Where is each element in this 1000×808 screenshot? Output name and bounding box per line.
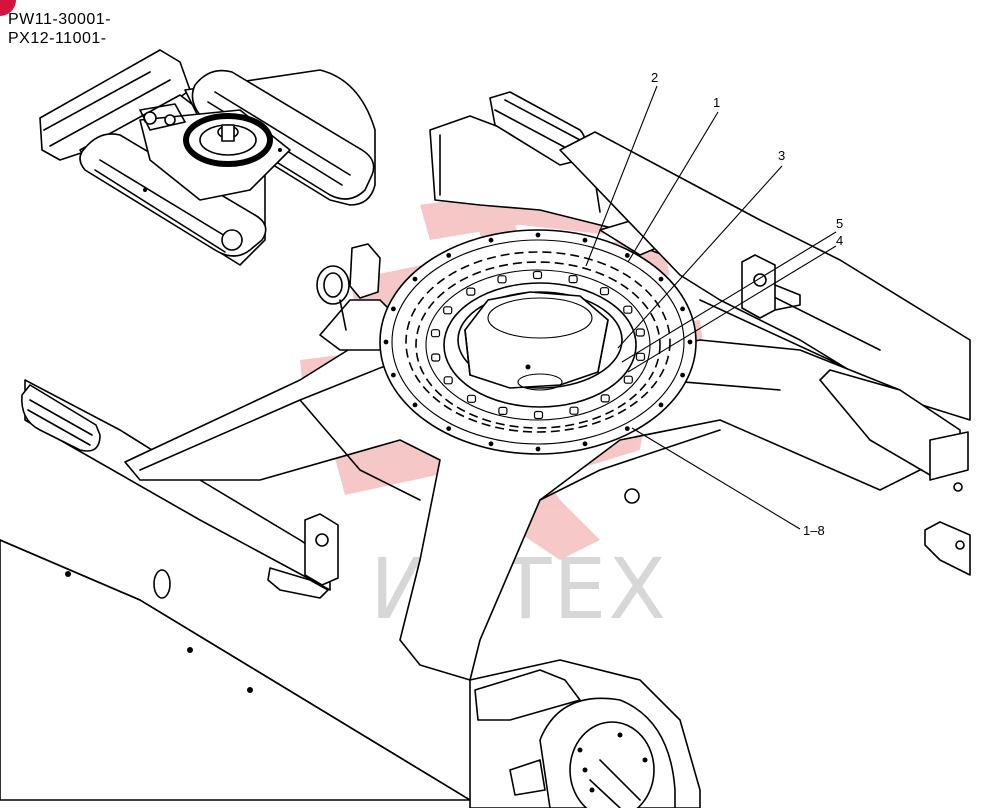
inset-undercarriage-view xyxy=(39,49,376,266)
mounting-bolt xyxy=(443,306,453,315)
outer-hole xyxy=(680,372,685,378)
mounting-bolt xyxy=(466,394,477,403)
mounting-bolt xyxy=(635,352,646,361)
outer-hole xyxy=(391,372,396,378)
mounting-bolt xyxy=(431,353,441,362)
mounting-bolt xyxy=(533,410,544,420)
mounting-bolt xyxy=(498,406,508,415)
mounting-bolt xyxy=(466,287,476,296)
mounting-bolt xyxy=(497,275,507,284)
corner-marker xyxy=(0,0,16,16)
outer-hole xyxy=(412,276,418,282)
outer-hole xyxy=(535,446,541,452)
outer-hole xyxy=(535,232,541,238)
mounting-bolt xyxy=(569,406,579,415)
callout-1-8: 1–8 xyxy=(803,523,825,538)
outer-hole xyxy=(687,339,693,345)
outer-hole xyxy=(446,426,452,431)
main-frame-view xyxy=(0,91,971,808)
mounting-bolt xyxy=(430,329,441,338)
outer-hole xyxy=(383,339,389,345)
mounting-bolt xyxy=(623,375,633,384)
mounting-bolt xyxy=(599,287,610,296)
outer-hole xyxy=(658,276,664,282)
mounting-bolt xyxy=(568,275,578,284)
outer-hole xyxy=(624,253,630,258)
mounting-bolt xyxy=(635,328,645,337)
mounting-bolt xyxy=(600,394,610,403)
outer-hole xyxy=(488,441,494,447)
outer-hole xyxy=(582,441,588,447)
mounting-bolt xyxy=(443,376,453,385)
outer-hole xyxy=(391,306,396,312)
outer-hole xyxy=(582,237,588,243)
mounting-bolt xyxy=(623,305,633,314)
callout-3: 3 xyxy=(778,148,785,163)
outer-hole xyxy=(488,237,494,243)
outer-hole xyxy=(446,253,452,258)
outer-hole xyxy=(658,402,664,408)
callout-5: 5 xyxy=(836,216,843,231)
callout-2: 2 xyxy=(651,70,658,85)
callout-1: 1 xyxy=(713,95,720,110)
outer-hole xyxy=(412,402,418,408)
mounting-bolt xyxy=(532,270,543,280)
serial-range-2: PX12-11001- xyxy=(8,30,107,47)
outer-hole xyxy=(680,306,685,312)
callouts: 2 1 3 5 4 1–8 xyxy=(585,70,843,538)
callout-4: 4 xyxy=(836,233,843,248)
outer-hole xyxy=(624,426,630,431)
swing-bearing-ring xyxy=(379,229,697,455)
serial-range-1: PW11-30001- xyxy=(8,11,112,28)
